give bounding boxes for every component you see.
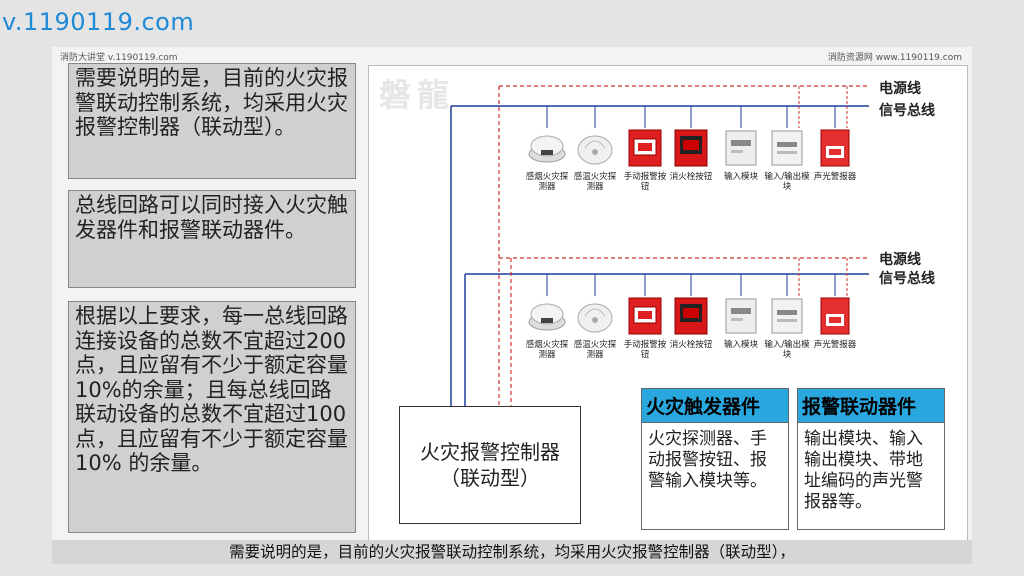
- hydrant-button-icon: [674, 129, 708, 167]
- device-hydrant-button-1: 消火栓按钮: [667, 128, 715, 182]
- note-box-device-limits: 根据以上要求，每一总线回路连接设备的总数不宜超过200 点，且应留有不少于额定容…: [68, 301, 356, 533]
- source-label-right: 消防资源网 www.1190119.com: [827, 53, 962, 63]
- device-label: 感烟火灾探测器: [525, 172, 569, 192]
- heat-detector-icon: [577, 303, 613, 333]
- io-module-icon: [771, 298, 803, 334]
- note-box-bus-loop: 总线回路可以同时接入火灾触发器件和报警联动器件。: [68, 190, 356, 288]
- device-heat-detector-1: 感温火灾探测器: [571, 128, 619, 192]
- wiring-lines: [450, 85, 869, 406]
- device-io-module-1: 输入/输出模块: [763, 128, 811, 192]
- note-box-controller-type: 需要说明的是，目前的火灾报警联动控制系统，均采用火灾报警控制器（联动型）。: [68, 63, 356, 179]
- power-line-label-1: 电源线: [879, 81, 921, 97]
- site-watermark-url: v.1190119.com: [2, 8, 195, 36]
- logo-watermark: 磐龍: [379, 76, 456, 114]
- input-module-icon: [725, 130, 757, 166]
- sounder-strobe-icon: [820, 129, 850, 167]
- sounder-strobe-icon: [820, 297, 850, 335]
- device-sounder-strobe-1: 声光警报器: [811, 128, 859, 182]
- category-trigger-title: 火灾触发器件: [642, 389, 788, 423]
- system-diagram: 磐龍: [368, 65, 968, 543]
- device-label: 输入模块: [723, 172, 758, 182]
- signal-bus-label-2: 信号总线: [879, 271, 935, 287]
- device-label: 输入/输出模块: [764, 172, 810, 192]
- device-label: 消火栓按钮: [669, 172, 713, 182]
- device-label: 输入/输出模块: [764, 340, 810, 360]
- manual-call-point-icon: [628, 129, 662, 167]
- category-linkage-title: 报警联动器件: [798, 389, 944, 423]
- smoke-detector-icon: [528, 135, 566, 163]
- device-input-module-1: 输入模块: [717, 128, 765, 182]
- power-line-label-2: 电源线: [879, 252, 921, 268]
- device-input-module-2: 输入模块: [717, 296, 765, 350]
- hydrant-button-icon: [674, 297, 708, 335]
- category-trigger-body: 火灾探测器、手动报警按钮、报警输入模块等。: [648, 429, 767, 491]
- device-hydrant-button-2: 消火栓按钮: [667, 296, 715, 350]
- source-label-left: 消防大讲堂 v.1190119.com: [60, 53, 178, 63]
- io-module-icon: [771, 130, 803, 166]
- device-label: 消火栓按钮: [669, 340, 713, 350]
- input-module-icon: [725, 298, 757, 334]
- device-label: 声光警报器: [813, 340, 857, 350]
- manual-call-point-icon: [628, 297, 662, 335]
- device-label: 手动报警按钮: [623, 340, 667, 360]
- device-heat-detector-2: 感温火灾探测器: [571, 296, 619, 360]
- heat-detector-icon: [577, 135, 613, 165]
- device-label: 感温火灾探测器: [573, 172, 617, 192]
- device-label: 声光警报器: [813, 172, 857, 182]
- signal-bus-label-1: 信号总线: [879, 103, 935, 119]
- device-sounder-strobe-2: 声光警报器: [811, 296, 859, 350]
- slide: 消防大讲堂 v.1190119.com 消防资源网 www.1190119.co…: [52, 47, 972, 562]
- device-manual-call-point-1: 手动报警按钮: [621, 128, 669, 192]
- device-label: 手动报警按钮: [623, 172, 667, 192]
- category-linkage-body: 输出模块、输入输出模块、带地址编码的声光警报器等。: [804, 429, 923, 512]
- category-linkage-devices: 报警联动器件 输出模块、输入输出模块、带地址编码的声光警报器等。: [797, 388, 945, 530]
- controller-subtitle: （联动型）: [440, 466, 540, 490]
- device-io-module-2: 输入/输出模块: [763, 296, 811, 360]
- controller-title: 火灾报警控制器: [420, 440, 560, 464]
- device-label: 输入模块: [723, 340, 758, 350]
- device-smoke-detector-2: 感烟火灾探测器: [523, 296, 571, 360]
- alarm-controller-box: 火灾报警控制器 （联动型）: [399, 406, 581, 524]
- device-label: 感烟火灾探测器: [525, 340, 569, 360]
- video-subtitle: 需要说明的是，目前的火灾报警联动控制系统，均采用火灾报警控制器（联动型），: [52, 540, 972, 564]
- smoke-detector-icon: [528, 303, 566, 331]
- category-trigger-devices: 火灾触发器件 火灾探测器、手动报警按钮、报警输入模块等。: [641, 388, 789, 530]
- device-smoke-detector-1: 感烟火灾探测器: [523, 128, 571, 192]
- device-manual-call-point-2: 手动报警按钮: [621, 296, 669, 360]
- device-label: 感温火灾探测器: [573, 340, 617, 360]
